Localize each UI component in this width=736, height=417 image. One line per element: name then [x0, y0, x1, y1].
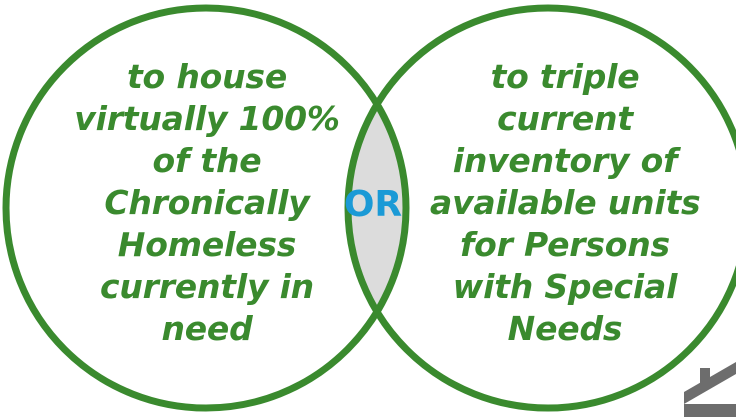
left-text-line: virtually 100%: [74, 99, 340, 138]
left-text-line: need: [161, 309, 253, 348]
left-text-line: Chronically: [104, 183, 310, 222]
right-text-line: Needs: [507, 309, 623, 348]
house-icon: [684, 362, 736, 417]
left-text-line: Homeless: [117, 225, 297, 264]
left-text-line: of the: [152, 141, 262, 180]
or-label: OR: [343, 184, 403, 225]
left-text-line: currently in: [100, 267, 314, 306]
right-text-line: with Special: [452, 267, 678, 306]
left-circle-text: to house virtually 100% of the Chronical…: [62, 56, 352, 350]
right-text-line: for Persons: [460, 225, 670, 264]
right-circle-text: to triple current inventory of available…: [430, 56, 701, 350]
right-circle: [344, 4, 736, 412]
left-circle: [2, 4, 410, 412]
right-text-line: available units: [430, 183, 701, 222]
right-text-line: to triple: [490, 57, 640, 96]
left-text-line: to house: [126, 57, 288, 96]
right-text-line: inventory of: [452, 141, 678, 180]
right-text-line: current: [497, 99, 633, 138]
